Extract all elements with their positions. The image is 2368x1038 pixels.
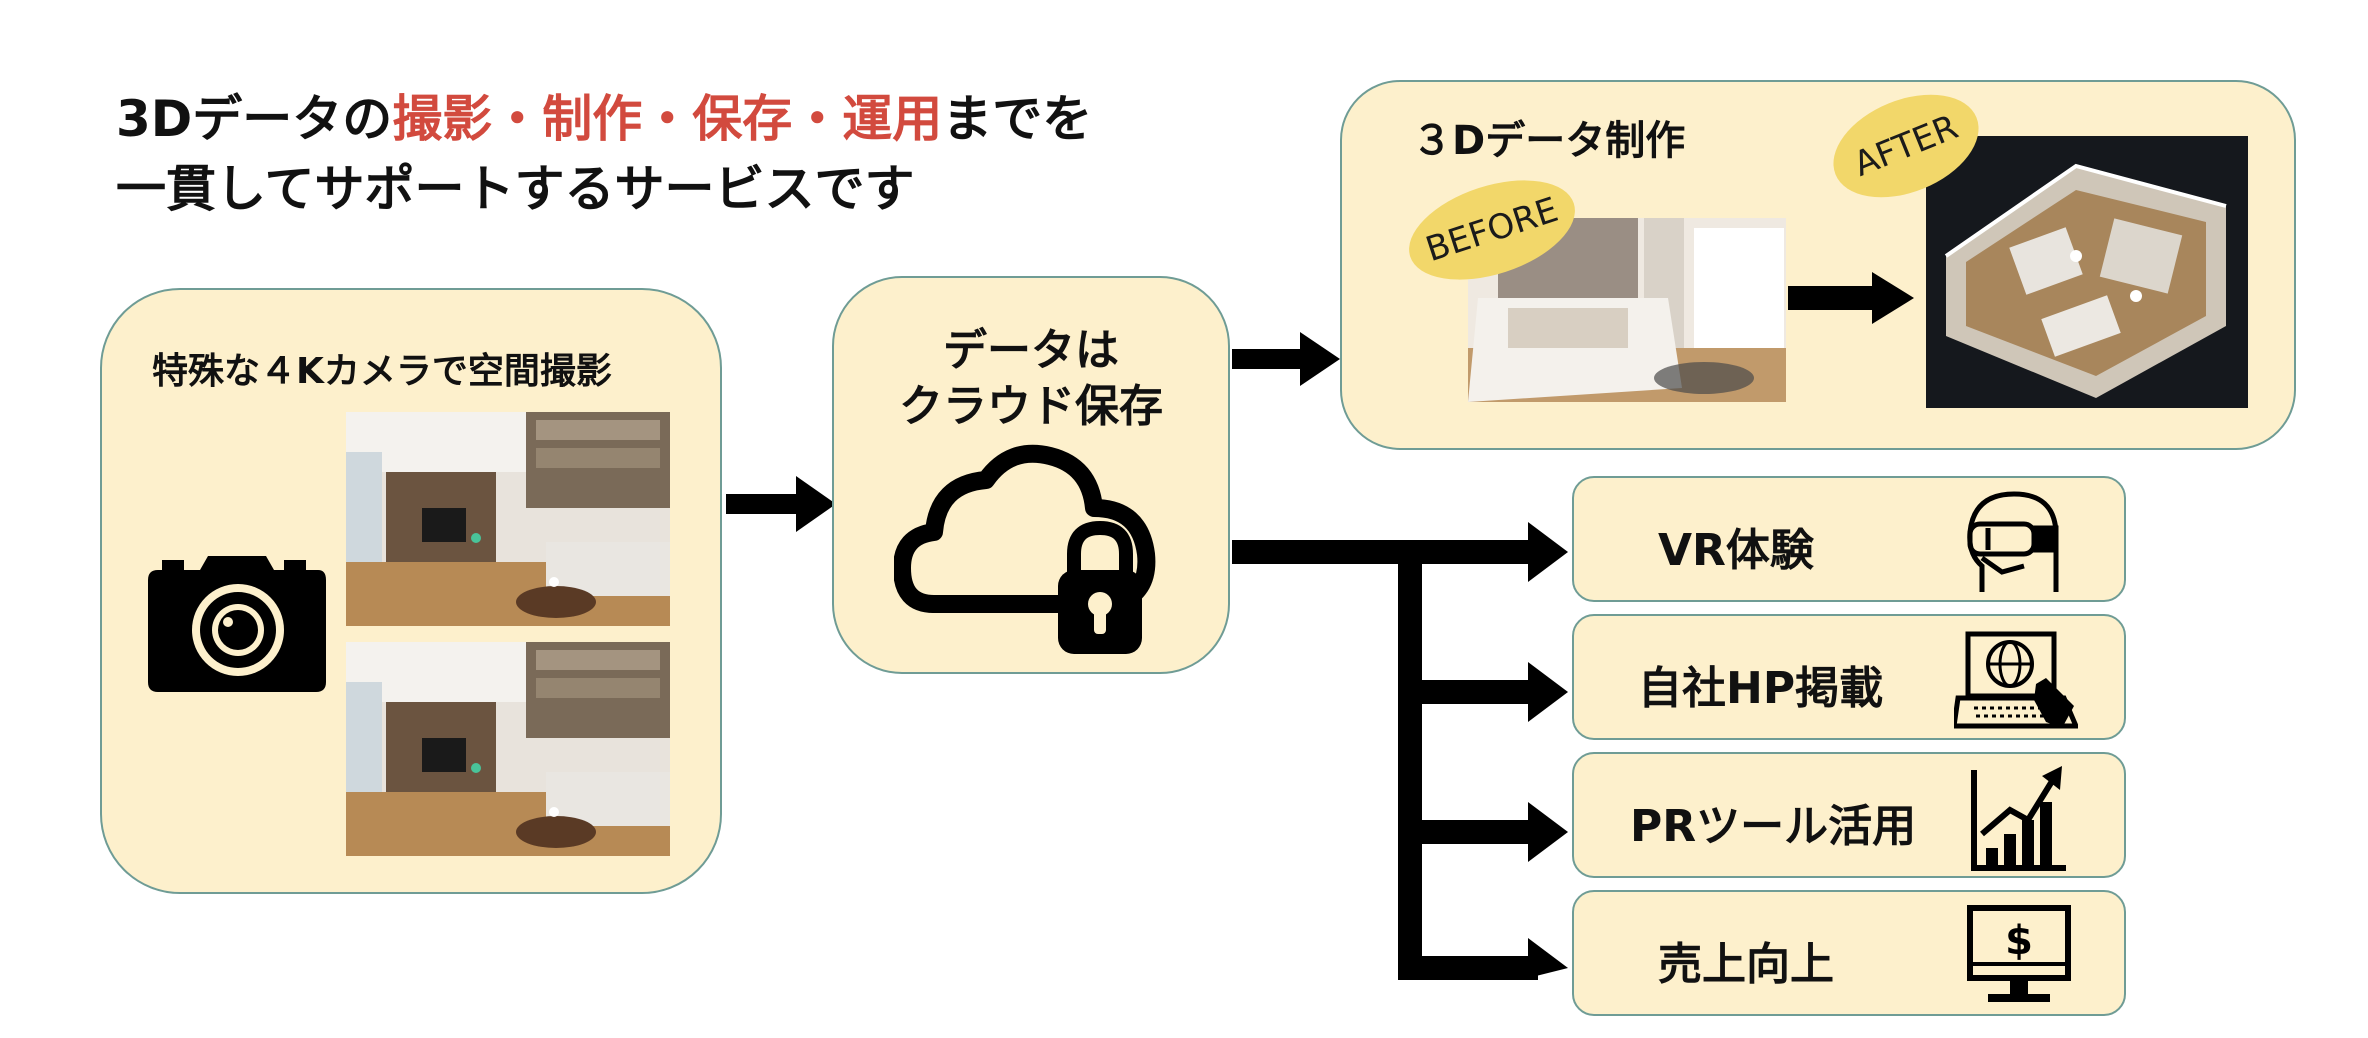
distribution-connector (1232, 520, 1572, 984)
heading-line-2: 一貫してサポートするサービスです (116, 160, 915, 218)
vr-headset-icon (1958, 488, 2068, 600)
service-box-vr: VR体験 (1572, 476, 2126, 602)
service-box-sales: 売上向上 $ (1572, 890, 2126, 1016)
cloud-box: データは クラウド保存 (832, 276, 1230, 674)
capture-box: 特殊な４Kカメラで空間撮影 (100, 288, 722, 894)
room-photo-2 (346, 642, 670, 856)
room-photo-1 (346, 412, 670, 626)
service-label-pr: PRツール活用 (1630, 801, 1917, 852)
growth-chart-icon (1970, 762, 2070, 878)
arrow-cloud-to-production (1232, 332, 1340, 390)
service-box-website: 自社HP掲載 (1572, 614, 2126, 740)
cloud-lock-icon (893, 444, 1174, 668)
service-label-sales: 売上向上 (1658, 939, 1834, 990)
service-label-vr: VR体験 (1658, 525, 1814, 576)
arrow-before-to-after (1788, 272, 1914, 328)
service-box-pr: PRツール活用 (1572, 752, 2126, 878)
laptop-globe-icon (1951, 628, 2080, 736)
after-label: AFTER (1848, 107, 1964, 185)
svg-text:$: $ (2005, 918, 2033, 964)
production-title: ３Dデータ制作 (1412, 118, 1686, 164)
page-heading: 3Dデータの撮影・制作・保存・運用までを 一貫してサポートするサービスです (116, 84, 1092, 224)
heading-line-1: 3Dデータの撮影・制作・保存・運用までを (116, 90, 1093, 148)
service-label-website: 自社HP掲載 (1638, 663, 1884, 714)
after-3d-model (1926, 136, 2248, 408)
camera-icon (148, 552, 326, 696)
cloud-text-line-1: データは (943, 325, 1119, 376)
arrow-capture-to-cloud (726, 476, 836, 536)
production-box: ３Dデータ制作 BEFORE (1340, 74, 2296, 450)
before-photo (1468, 218, 1786, 402)
heading-highlight: 撮影・制作・保存・運用 (392, 90, 943, 148)
dollar-monitor-icon: $ (1964, 904, 2074, 1012)
capture-title: 特殊な４Kカメラで空間撮影 (152, 351, 612, 392)
cloud-text-line-2: クラウド保存 (899, 381, 1163, 432)
